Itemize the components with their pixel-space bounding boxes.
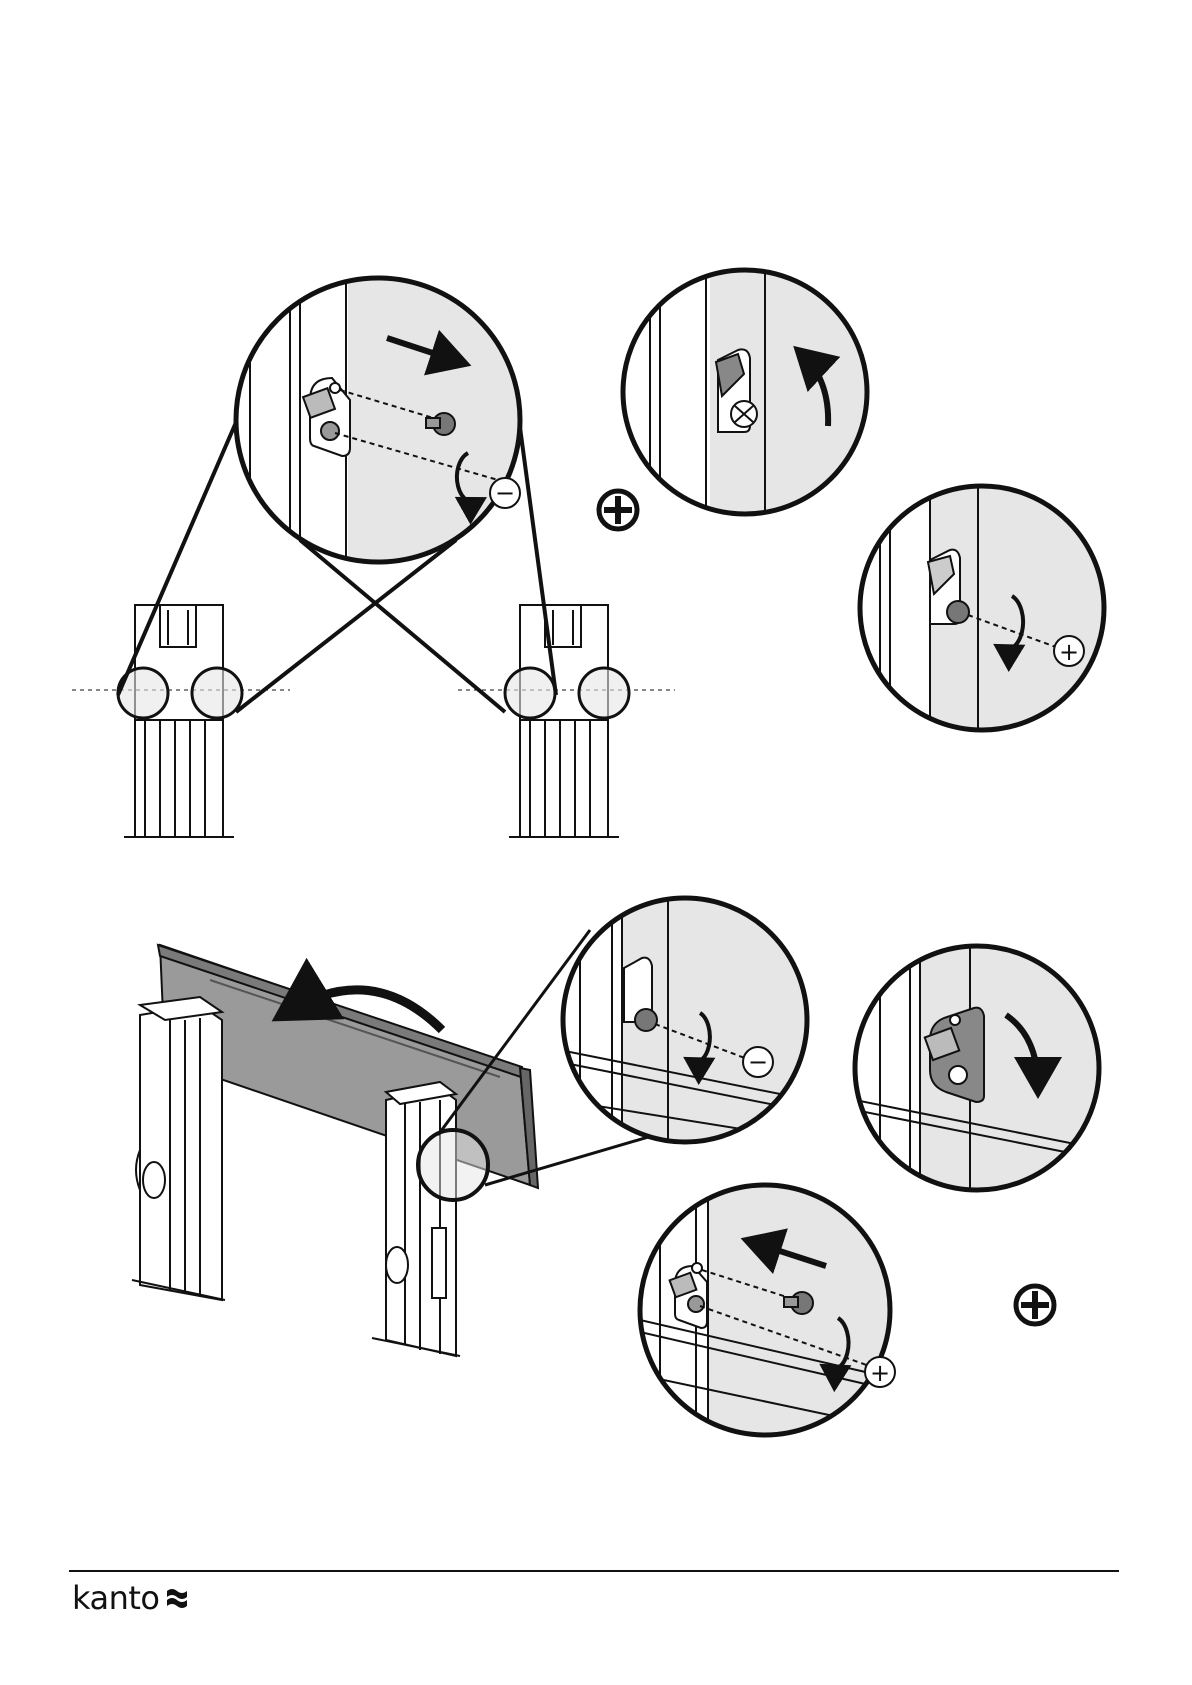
callout-f-install-screw: + bbox=[640, 1185, 900, 1445]
phillips-screwdriver-icon bbox=[599, 491, 637, 529]
phillips-screwdriver-icon bbox=[1016, 1286, 1054, 1324]
callout-c-install-screw: + bbox=[860, 486, 1110, 736]
brand-logo: kanto bbox=[72, 1578, 189, 1618]
minus-badge-icon: − bbox=[490, 478, 520, 508]
callout-b-rotate-up bbox=[620, 270, 870, 520]
callout-e-rotate-down bbox=[855, 946, 1105, 1196]
plus-badge-icon: + bbox=[1054, 636, 1084, 666]
minus-badge-icon: − bbox=[743, 1047, 773, 1077]
plus-badge-symbol: + bbox=[1059, 638, 1079, 666]
plus-badge-symbol: + bbox=[870, 1359, 890, 1387]
detail-marker-circle-bottom bbox=[418, 1130, 488, 1200]
plus-badge-icon: + bbox=[865, 1357, 895, 1387]
stand-right-top bbox=[509, 605, 619, 837]
callout-d-remove-screw: − bbox=[560, 898, 810, 1148]
minus-badge-symbol: − bbox=[495, 479, 515, 507]
footer-divider bbox=[69, 1570, 1119, 1572]
kanto-wave-icon bbox=[165, 1587, 189, 1609]
callout-a-remove-screw: − bbox=[230, 270, 530, 570]
brand-wordmark: kanto bbox=[72, 1579, 159, 1617]
minus-badge-symbol: − bbox=[748, 1048, 768, 1076]
